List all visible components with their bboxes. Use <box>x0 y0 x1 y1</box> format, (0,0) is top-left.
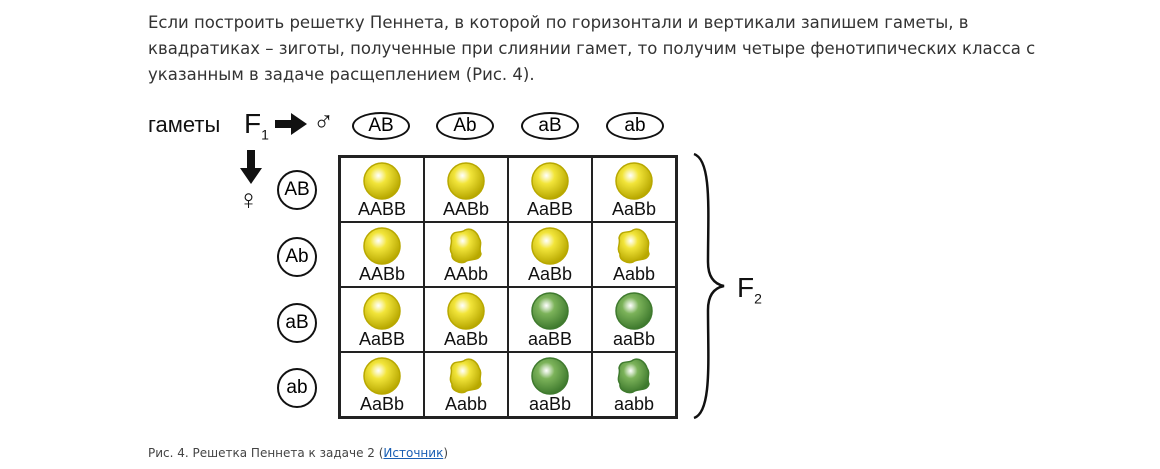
figure-caption: Рис. 4. Решетка Пеннета к задаче 2 (Исто… <box>148 446 448 460</box>
genotype-label: AaBb <box>359 394 405 414</box>
genotype-label: AAbb <box>443 264 489 284</box>
right-arrow-icon <box>275 113 307 135</box>
genotype-label: AABb <box>442 199 490 219</box>
body-paragraph: Если построить решетку Пеннета, в которо… <box>148 13 1036 84</box>
female-gamete: Ab <box>277 237 317 277</box>
caption-text: Рис. 4. Решетка Пеннета к задаче 2 ( <box>148 446 384 460</box>
grid-cell: AABb <box>340 222 424 287</box>
genotype-label: AaBB <box>358 329 406 349</box>
yellow-round-pea-icon <box>363 357 401 395</box>
genotype-label: AaBb <box>611 199 657 219</box>
grid-cell: AaBB <box>508 157 592 222</box>
green-round-pea-icon <box>531 357 569 395</box>
grid-cell: AaBb <box>340 352 424 417</box>
source-link[interactable]: Источник <box>383 446 444 460</box>
yellow-round-pea-icon <box>447 162 485 200</box>
female-gamete: ab <box>277 368 317 408</box>
gametes-label: гаметы <box>148 112 221 137</box>
f2-subscript: 2 <box>754 290 762 307</box>
yellow-wrinkled-pea-icon <box>449 228 482 264</box>
grid-cell: AAbb <box>424 222 508 287</box>
grid-cell: AaBb <box>508 222 592 287</box>
yellow-round-pea-icon <box>447 292 485 330</box>
female-gamete: AB <box>277 170 317 210</box>
yellow-round-pea-icon <box>363 162 401 200</box>
genotype-label: AABb <box>358 264 406 284</box>
male-gamete: aB <box>521 112 579 140</box>
grid-cell: aaBB <box>508 287 592 352</box>
down-arrow-icon <box>240 150 262 184</box>
yellow-round-pea-icon <box>363 292 401 330</box>
yellow-wrinkled-pea-icon <box>617 228 650 264</box>
genotype-label: AaBb <box>527 264 573 284</box>
grid-cell: AABb <box>424 157 508 222</box>
yellow-round-pea-icon <box>363 227 401 265</box>
yellow-wrinkled-pea-icon <box>449 358 482 394</box>
grid-cell: aaBb <box>508 352 592 417</box>
f2-brace <box>693 152 725 420</box>
f2-letter: F <box>737 272 755 303</box>
f1-label: F1 <box>244 108 269 143</box>
grid-cell: AaBB <box>340 287 424 352</box>
female-symbol: ♀ <box>238 184 259 215</box>
genotype-label: Aabb <box>612 264 656 284</box>
male-gamete: Ab <box>436 112 494 140</box>
f1-subscript: 1 <box>261 126 269 143</box>
green-round-pea-icon <box>615 292 653 330</box>
genotype-label: aaBb <box>528 394 572 414</box>
male-gamete: AB <box>352 112 410 140</box>
punnett-square-figure: гаметы F1 ♂ AB Ab aB ab ♀ AB Ab aB ab AA… <box>140 100 800 425</box>
female-gamete: aB <box>277 303 317 343</box>
green-round-pea-icon <box>531 292 569 330</box>
green-wrinkled-pea-icon <box>617 358 650 394</box>
yellow-round-pea-icon <box>531 162 569 200</box>
male-gamete: ab <box>606 112 664 140</box>
grid-cell: AaBb <box>592 157 676 222</box>
yellow-round-pea-icon <box>615 162 653 200</box>
genotype-label: aabb <box>613 394 655 414</box>
genotype-label: AABB <box>357 199 407 219</box>
yellow-round-pea-icon <box>531 227 569 265</box>
grid-cell: AaBb <box>424 287 508 352</box>
male-symbol: ♂ <box>313 106 334 137</box>
caption-end: ) <box>443 446 448 460</box>
genotype-label: AaBb <box>443 329 489 349</box>
genotype-label: aaBb <box>612 329 656 349</box>
grid-cell: Aabb <box>424 352 508 417</box>
f1-letter: F <box>244 108 262 139</box>
grid-cell: AABB <box>340 157 424 222</box>
genotype-label: Aabb <box>444 394 488 414</box>
genotype-label: AaBB <box>526 199 574 219</box>
grid-cell: aaBb <box>592 287 676 352</box>
grid-cell: Aabb <box>592 222 676 287</box>
grid-cell: aabb <box>592 352 676 417</box>
f2-label: F2 <box>737 272 762 307</box>
genotype-label: aaBB <box>527 329 573 349</box>
